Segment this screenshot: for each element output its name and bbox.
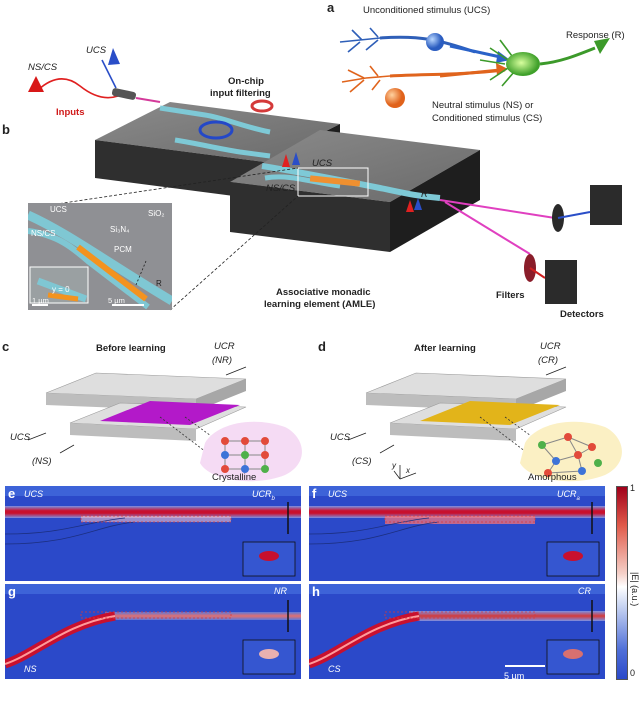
g-output-label: NR [274, 586, 287, 596]
panel-label-a: a [327, 0, 335, 15]
response-node [506, 52, 540, 76]
ns-cs-label-2: Conditioned stimulus (CS) [432, 113, 543, 124]
f-input-label: UCS [328, 489, 348, 499]
detector-bottom [545, 260, 577, 304]
c-ucs-label: UCS [10, 432, 31, 443]
inset-pcm: PCM [114, 245, 132, 254]
inset-si3n4: Si₃N₄ [110, 225, 130, 234]
detector-top [590, 185, 622, 225]
filter-chip-top [95, 102, 340, 162]
filters-label: Filters [496, 290, 525, 301]
colorbar-label: |E| (a.u.) [630, 572, 640, 607]
output-beam [439, 199, 556, 219]
after-learning-device [347, 366, 622, 482]
filtering-label-1: On-chip [228, 76, 264, 87]
d-ucr-label: UCR [540, 341, 561, 352]
g-input-label: NS [24, 664, 37, 674]
amle-chip-side [390, 150, 480, 252]
crystalline-lattice [221, 437, 269, 473]
d-cs-label: (CS) [352, 456, 372, 467]
filter-chip-front [95, 140, 265, 200]
panel-label-f: f [312, 486, 317, 501]
inset-y0: y = 0 [52, 285, 70, 294]
pcm-crystalline [100, 401, 240, 425]
chip-diagram [28, 48, 622, 311]
amle-label-1: Associative monadic [276, 287, 371, 298]
after-learning-title: After learning [414, 343, 476, 354]
panel-label-d: d [318, 339, 326, 354]
detectors-label: Detectors [560, 309, 604, 320]
colorbar-max: 1 [630, 483, 636, 493]
response-neuron [479, 39, 596, 87]
c-nr-label: (NR) [212, 355, 233, 366]
blue-filter-ring [198, 120, 234, 140]
panel-label-c: c [2, 339, 10, 354]
before-learning-device [27, 366, 302, 482]
c-ucr-label: UCR [214, 341, 235, 352]
ucs-chip-label: UCS [312, 158, 333, 169]
amorphous-label: Amorphous [528, 472, 577, 483]
pcm-amorphous [420, 401, 560, 425]
e-input-label: UCS [24, 489, 44, 499]
d-cr-label: (CR) [538, 355, 559, 366]
panel-label-h: h [312, 584, 320, 599]
sem-inset [28, 203, 172, 310]
colorbar-min: 0 [630, 668, 636, 678]
f-output-label: UCRa [557, 489, 580, 502]
inset-scale-small: 1 µm [32, 296, 49, 305]
panel-label-e: e [8, 486, 16, 501]
pcm-strip [309, 175, 361, 187]
inset-sio2: SiO₂ [148, 209, 165, 218]
ucs-label: Unconditioned stimulus (UCS) [363, 5, 491, 16]
red-filter-ring [250, 99, 274, 113]
field-map-f [309, 486, 605, 581]
amle-waveguide [261, 163, 441, 201]
ns-node [385, 88, 405, 108]
inset-r: R [156, 279, 162, 288]
field-map-h [309, 584, 605, 679]
ns-pulse-icon [28, 76, 44, 92]
response-label: Response (R) [566, 30, 625, 41]
filtering-label-2: input filtering [210, 88, 271, 99]
amle-label-2: learning element (AMLE) [264, 299, 376, 310]
ns-cs-input-label: NS/CS [28, 62, 58, 73]
inset-scale-large: 5 µm [108, 296, 125, 305]
e-output-label: UCRb [252, 489, 275, 502]
ucs-node [426, 33, 444, 51]
ns-signal [37, 78, 119, 99]
ns-arrow [439, 68, 501, 78]
inset-ns-cs: NS/CS [31, 229, 56, 238]
neuron-diagram [339, 27, 610, 108]
input-fiber [135, 97, 161, 103]
d-ucs-label: UCS [330, 432, 351, 443]
crystalline-label: Crystalline [212, 472, 257, 483]
filter-waveguide [159, 105, 271, 135]
fiber-coupler [111, 88, 137, 100]
r-label: R [421, 189, 428, 200]
inputs-label: Inputs [56, 107, 85, 118]
inset-marker [297, 167, 369, 197]
before-learning-title: Before learning [96, 343, 166, 354]
field-map-e [5, 486, 301, 581]
panel-label-b: b [2, 122, 10, 137]
colorbar [616, 486, 628, 680]
ucs-pulse-icon [108, 48, 120, 65]
amorphous-lattice [538, 433, 602, 477]
ucs-arrow [449, 44, 506, 60]
panel-label-g: g [8, 584, 16, 599]
amle-chip-front [230, 182, 390, 252]
ucs-signal [101, 59, 117, 89]
ns-cs-chip-label: NS/CS [266, 183, 296, 194]
d-axis-x: x [406, 466, 410, 475]
field-map-g [5, 584, 301, 679]
c-ns-label: (NS) [32, 456, 52, 467]
h-output-label: CR [578, 586, 591, 596]
ucs-input-label: UCS [86, 45, 107, 56]
ns-cs-label-1: Neutral stimulus (NS) or [432, 100, 534, 111]
h-input-label: CS [328, 664, 341, 674]
inset-ucs: UCS [50, 205, 67, 214]
amle-chip-top [230, 130, 480, 202]
d-axis-y: y [392, 461, 396, 470]
field-scale-label: 5 µm [504, 671, 525, 681]
